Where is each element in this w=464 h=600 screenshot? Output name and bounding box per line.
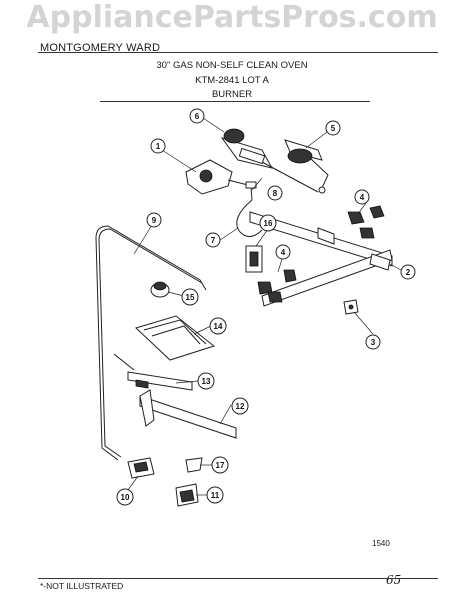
svg-text:10: 10 bbox=[121, 493, 130, 502]
callout-15: 15 bbox=[181, 288, 199, 306]
header-rule bbox=[38, 52, 438, 53]
svg-text:15: 15 bbox=[186, 293, 195, 302]
handwritten-mark: 65 bbox=[386, 573, 402, 587]
callout-6: 6 bbox=[189, 108, 205, 124]
svg-text:4: 4 bbox=[360, 193, 365, 202]
part-7-wire bbox=[236, 199, 263, 237]
part-15-nut bbox=[150, 281, 170, 298]
part-10-bracket bbox=[127, 457, 155, 479]
callout-1: 1 bbox=[150, 138, 166, 154]
part-2-manifold bbox=[249, 211, 393, 307]
diagram-title: 30" GAS NON-SELF CLEAN OVEN bbox=[156, 60, 308, 71]
callout-9: 9 bbox=[146, 212, 162, 228]
footer-rule bbox=[38, 578, 438, 579]
callout-17: 17 bbox=[211, 456, 229, 474]
svg-text:7: 7 bbox=[211, 236, 216, 245]
part-17-clamp bbox=[185, 457, 203, 473]
svg-text:14: 14 bbox=[214, 322, 223, 331]
part-9-gas-tube bbox=[95, 225, 207, 461]
svg-text:2: 2 bbox=[406, 268, 411, 277]
callout-16: 16 bbox=[259, 214, 277, 232]
callout-4-left: 4 bbox=[275, 244, 291, 260]
part-6-valve bbox=[220, 128, 319, 193]
diagram-code: 1540 bbox=[372, 539, 390, 548]
svg-text:1: 1 bbox=[156, 142, 161, 151]
callout-11: 11 bbox=[206, 486, 224, 504]
brand-name: MONTGOMERY WARD bbox=[40, 42, 161, 54]
section-name: BURNER bbox=[211, 89, 253, 100]
part-5-valve bbox=[284, 139, 329, 194]
callout-7: 7 bbox=[205, 232, 221, 248]
svg-text:5: 5 bbox=[331, 124, 336, 133]
callout-3: 3 bbox=[365, 334, 381, 350]
callout-12: 12 bbox=[231, 397, 249, 415]
part-13-burner bbox=[113, 353, 193, 391]
part-12-burner-assembly bbox=[139, 389, 237, 439]
part-4-orifices-left bbox=[257, 269, 297, 303]
svg-text:6: 6 bbox=[195, 112, 200, 121]
part-14-baffle bbox=[135, 315, 216, 361]
model-number: KTM-2841 LOT A bbox=[195, 75, 269, 86]
svg-text:3: 3 bbox=[371, 338, 376, 347]
part-4-orifices-right bbox=[347, 205, 385, 239]
callout-14: 14 bbox=[209, 317, 227, 335]
svg-text:17: 17 bbox=[216, 461, 225, 470]
part-3-clip bbox=[343, 299, 359, 315]
callout-4-right: 4 bbox=[354, 189, 370, 205]
svg-text:12: 12 bbox=[236, 402, 245, 411]
callout-13: 13 bbox=[197, 372, 215, 390]
callout-2: 2 bbox=[400, 264, 416, 280]
footnote: *-NOT ILLUSTRATED bbox=[40, 581, 124, 591]
svg-text:16: 16 bbox=[264, 219, 273, 228]
svg-text:9: 9 bbox=[152, 216, 157, 225]
callout-8: 8 bbox=[267, 185, 283, 201]
callout-10: 10 bbox=[116, 488, 134, 506]
part-16-igniter bbox=[245, 245, 263, 273]
title-rule bbox=[100, 101, 370, 102]
watermark: AppliancePartsPros.com bbox=[26, 0, 438, 35]
svg-text:8: 8 bbox=[273, 189, 278, 198]
part-8-clip bbox=[245, 181, 257, 201]
svg-text:4: 4 bbox=[281, 248, 286, 257]
svg-text:11: 11 bbox=[211, 491, 220, 500]
part-1-thermostat bbox=[185, 159, 253, 195]
svg-text:13: 13 bbox=[202, 377, 211, 386]
callout-5: 5 bbox=[325, 120, 341, 136]
part-11-bracket bbox=[175, 483, 199, 507]
